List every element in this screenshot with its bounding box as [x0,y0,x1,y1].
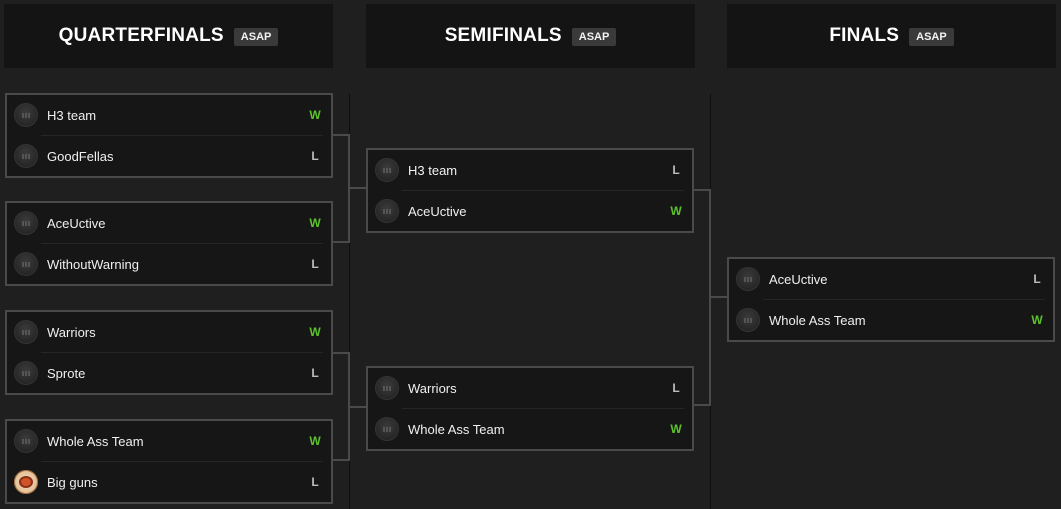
round-header-finals: FINALS ASAP [727,4,1056,68]
win-indicator: W [1031,313,1043,327]
win-indicator: W [309,434,321,448]
win-indicator: W [670,204,682,218]
team-logo-icon [14,144,38,168]
row-divider [41,352,323,353]
team-name: Big guns [47,474,98,490]
team-logo-icon [14,211,38,235]
column-divider [349,94,350,509]
win-indicator: W [670,422,682,436]
team-row[interactable]: AceUctive W [7,203,331,243]
match-final[interactable]: AceUctive L Whole Ass Team W [727,257,1055,342]
loss-indicator: L [311,149,319,163]
match-semifinal-2[interactable]: Warriors L Whole Ass Team W [366,366,694,451]
team-name: Whole Ass Team [769,312,866,328]
team-row[interactable]: AceUctive L [729,259,1053,299]
loss-indicator: L [311,257,319,271]
match-quarterfinal-3[interactable]: Warriors W Sprote L [5,310,333,395]
team-name: AceUctive [769,271,828,287]
team-name: AceUctive [47,215,106,231]
match-quarterfinal-4[interactable]: Whole Ass Team W Big guns L [5,419,333,504]
match-quarterfinal-1[interactable]: H3 team W GoodFellas L [5,93,333,178]
loss-indicator: L [672,381,680,395]
team-row[interactable]: Whole Ass Team W [729,300,1053,340]
team-logo-icon [736,267,760,291]
loss-indicator: L [311,475,319,489]
team-row[interactable]: H3 team W [7,95,331,135]
loss-indicator: L [672,163,680,177]
team-logo-icon [14,361,38,385]
team-name: WithoutWarning [47,256,139,272]
asap-badge: ASAP [571,27,617,46]
team-name: H3 team [47,107,97,123]
row-divider [763,299,1045,300]
team-logo-icon [14,252,38,276]
row-divider [41,461,323,462]
win-indicator: W [309,325,321,339]
row-divider [402,408,684,409]
win-indicator: W [309,108,321,122]
team-logo-icon [14,103,38,127]
team-logo-icon [375,376,399,400]
team-row[interactable]: Whole Ass Team W [7,421,331,461]
round-header-quarterfinals: QUARTERFINALS ASAP [4,4,333,68]
asap-badge: ASAP [233,27,279,46]
big-guns-logo-icon [14,470,38,494]
team-logo-icon [375,158,399,182]
team-row[interactable]: Big guns L [7,462,331,502]
win-indicator: W [309,216,321,230]
team-name: H3 team [408,162,458,178]
round-header-semifinals: SEMIFINALS ASAP [366,4,695,68]
team-row[interactable]: GoodFellas L [7,136,331,176]
team-logo-icon [14,429,38,453]
team-row[interactable]: Sprote L [7,353,331,393]
team-row[interactable]: Whole Ass Team W [368,409,692,449]
match-quarterfinal-2[interactable]: AceUctive W WithoutWarning L [5,201,333,286]
team-row[interactable]: AceUctive W [368,191,692,231]
loss-indicator: L [1033,272,1041,286]
team-row[interactable]: Warriors L [368,368,692,408]
team-name: Sprote [47,365,86,381]
round-title: FINALS [829,25,900,46]
team-logo-icon [375,199,399,223]
team-name: Warriors [47,324,96,340]
team-row[interactable]: H3 team L [368,150,692,190]
row-divider [41,243,323,244]
team-logo-icon [736,308,760,332]
round-title: SEMIFINALS [444,25,562,46]
team-logo-icon [375,417,399,441]
asap-badge: ASAP [909,27,954,46]
loss-indicator: L [311,366,319,380]
team-logo-icon [14,320,38,344]
team-name: GoodFellas [47,148,114,164]
row-divider [41,135,323,136]
team-row[interactable]: Warriors W [7,312,331,352]
team-row[interactable]: WithoutWarning L [7,244,331,284]
team-name: Whole Ass Team [47,433,144,449]
row-divider [402,190,684,191]
team-name: Warriors [408,380,457,396]
match-semifinal-1[interactable]: H3 team L AceUctive W [366,148,694,233]
team-name: AceUctive [408,203,467,219]
team-name: Whole Ass Team [408,421,505,437]
round-title: QUARTERFINALS [58,25,224,46]
